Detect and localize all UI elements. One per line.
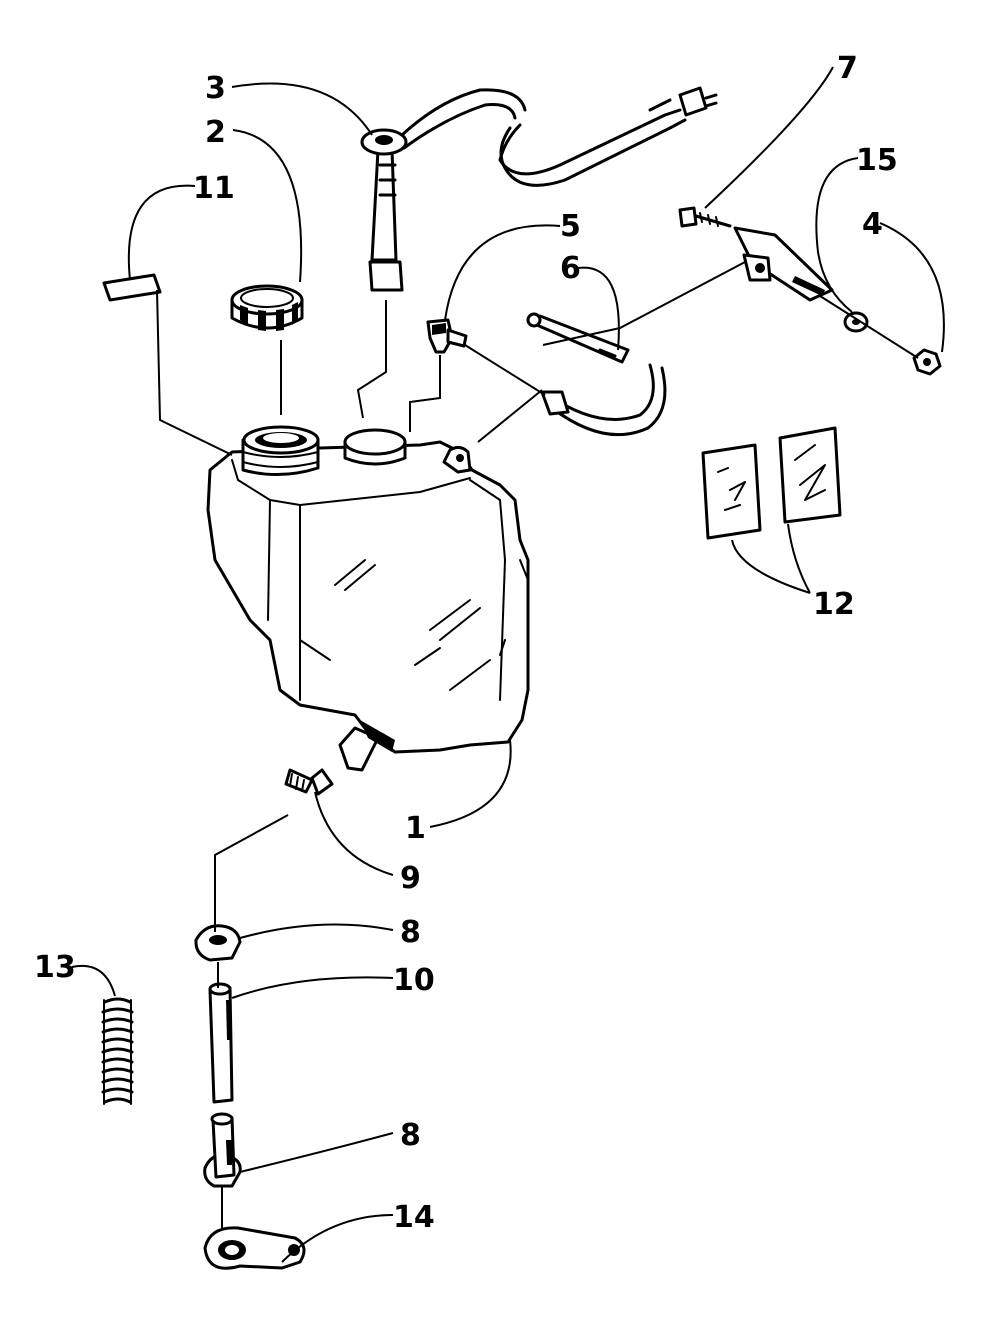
callout-9: 9 — [400, 861, 421, 896]
vent-hose — [526, 312, 630, 364]
callout-10: 10 — [393, 963, 435, 998]
spring — [101, 997, 134, 1105]
callout-leaders — [71, 66, 945, 1263]
callout-15: 15 — [856, 143, 898, 178]
callout-8-lower: 8 — [400, 1118, 421, 1153]
oil-tank — [206, 425, 530, 772]
hose-clamp-upper — [194, 924, 242, 962]
lock-nut — [912, 348, 942, 376]
callout-numbers: 1 2 3 4 5 6 7 8 8 9 10 11 12 13 14 15 — [34, 51, 898, 1235]
elbow-fitting — [426, 318, 468, 354]
callout-13: 13 — [34, 950, 76, 985]
level-sender — [360, 86, 718, 292]
washer — [843, 311, 869, 333]
callout-8-upper: 8 — [400, 915, 421, 950]
decal-small — [102, 273, 162, 302]
filler-cap — [230, 284, 304, 331]
callout-3: 3 — [205, 71, 226, 106]
callout-1: 1 — [405, 811, 426, 846]
callout-5: 5 — [560, 209, 581, 244]
callout-14: 14 — [393, 1200, 435, 1235]
callout-4: 4 — [862, 207, 883, 242]
callout-7: 7 — [837, 51, 858, 86]
mounting-bracket — [678, 206, 834, 302]
outlet-fitting — [284, 768, 334, 796]
decals-large — [701, 426, 842, 540]
cable-clip — [203, 1226, 306, 1270]
callout-6: 6 — [560, 251, 581, 286]
assembly-lines — [156, 261, 919, 1228]
tank-vent-hose — [540, 363, 667, 437]
callout-12: 12 — [813, 587, 855, 622]
oil-line — [208, 982, 236, 1179]
callout-11: 11 — [193, 171, 235, 206]
callout-2: 2 — [205, 115, 226, 150]
